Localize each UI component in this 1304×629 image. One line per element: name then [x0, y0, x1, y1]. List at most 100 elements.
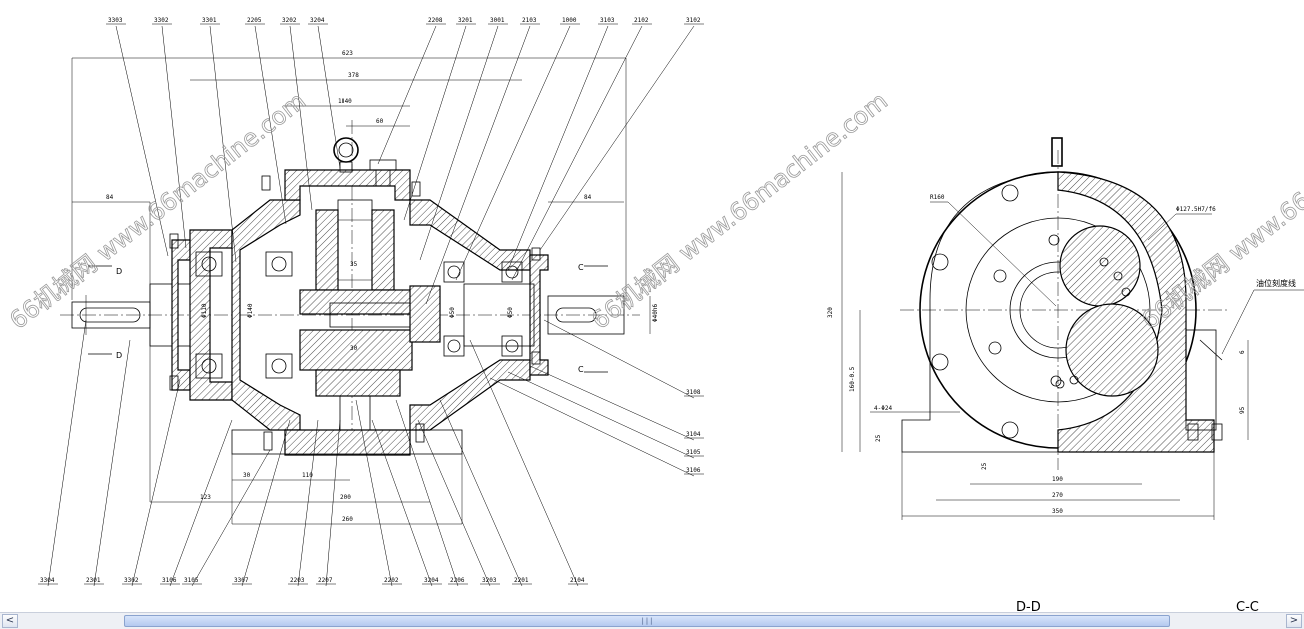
top-tag-2-leader [161, 25, 187, 249]
top-tag-7-leader [377, 25, 437, 165]
bottom-tag-11-leader [395, 399, 459, 587]
bottom-tag-12-leader [417, 419, 491, 587]
dim-30: 30 [350, 345, 358, 352]
horizontal-scrollbar[interactable]: < ||| > [0, 612, 1304, 629]
section-mark-c-bottom: C [578, 365, 584, 374]
bottom-tag-13-label: 2201 [514, 577, 529, 584]
dim-35: 35 [350, 261, 358, 268]
right-tag-4-label: 3106 [686, 467, 701, 474]
bottom-tag-2-label: 2301 [86, 577, 101, 584]
dim-25b: 25 [981, 462, 988, 470]
bottom-tag-1-label: 3304 [40, 577, 55, 584]
front-dimensions: 623 378 1Ⅱ40 60 84 84 35 30 30 110 123 2… [71, 50, 659, 525]
right-tag-4-leader [489, 377, 695, 477]
side-view [900, 137, 1230, 470]
bottom-tag-11-label: 2206 [450, 577, 465, 584]
dim-base-260: 260 [342, 516, 353, 523]
top-tag-12-leader [507, 25, 609, 271]
dim-h-160: 160-0.5 [849, 366, 856, 392]
side-gear-upper [1059, 225, 1141, 307]
dim-center: 1Ⅱ40 [338, 98, 352, 105]
dim-left-84: 84 [106, 194, 114, 201]
bottom-tag-7-leader [297, 419, 319, 587]
bottom-tag-2-leader [93, 339, 131, 587]
dim-25a: 25 [875, 434, 882, 442]
section-mark-d-top: D [116, 267, 122, 276]
bottom-tag-7-label: 2203 [290, 577, 305, 584]
gear-upper-left [315, 209, 339, 291]
side-gear-lower [1065, 303, 1159, 397]
bottom-tag-8-label: 2207 [318, 577, 333, 584]
top-tag-1-label: 3303 [108, 17, 123, 24]
side-breather [1051, 137, 1063, 167]
right-tag-3-label: 3105 [686, 449, 701, 456]
dim-w-270: 270 [1052, 492, 1063, 499]
top-tag-12-label: 3103 [600, 17, 615, 24]
bottom-tag-3-label: 3302 [124, 577, 139, 584]
lifting-eye [333, 137, 359, 163]
output-shaft [547, 295, 625, 335]
bottom-tag-14-label: 2104 [570, 577, 585, 584]
dim-w-350: 350 [1052, 508, 1063, 515]
dim-base-110: 110 [302, 472, 313, 479]
dim-60: 60 [376, 118, 384, 125]
label-oil-level: 油位刻度线 [1256, 278, 1296, 288]
side-dimensions: 320 160-0.5 4-Φ24 25 25 6 95 190 270 350… [827, 172, 1304, 520]
scroll-right-button[interactable]: > [1286, 614, 1302, 628]
top-tag-9-label: 3001 [490, 17, 505, 24]
bottom-tag-9-leader [355, 399, 393, 587]
scrollbar-grip: ||| [640, 617, 654, 625]
top-tag-2-label: 3302 [154, 17, 169, 24]
top-tag-5-leader [289, 25, 313, 211]
top-tag-10-label: 2103 [522, 17, 537, 24]
top-tag-5-label: 3202 [282, 17, 297, 24]
scroll-left-button[interactable]: < [2, 614, 18, 628]
top-tag-10-leader [425, 25, 531, 305]
dim-phi-40h6: Φ40h6 [652, 304, 659, 322]
section-mark-d-bottom: D [116, 351, 122, 360]
dim-w-190: 190 [1052, 476, 1063, 483]
scrollbar-thumb[interactable]: ||| [124, 615, 1170, 627]
top-tag-3-label: 3301 [202, 17, 217, 24]
dim-base-30: 30 [243, 472, 251, 479]
dim-right-84: 84 [584, 194, 592, 201]
top-tag-11-leader [455, 25, 571, 281]
dim-overall: 623 [342, 50, 353, 57]
dim-h-320: 320 [827, 307, 834, 318]
bottom-tag-3-leader [131, 379, 181, 587]
top-tag-6-leader [317, 25, 341, 169]
dim-base-123: 123 [200, 494, 211, 501]
right-tag-3-leader [507, 371, 695, 459]
dim-phi-140: Φ140 [247, 303, 254, 318]
bottom-tag-13-leader [439, 399, 523, 587]
bottom-tag-10-label: 3204 [424, 577, 439, 584]
bottom-tag-6-leader [241, 419, 291, 587]
bottom-tag-1-leader [47, 319, 87, 587]
bottom-tag-10-leader [371, 419, 433, 587]
watermark-3: 66机械网 www.66machine.com [1136, 87, 1304, 335]
caption-dd: D-D [1016, 600, 1041, 612]
top-tag-13-label: 2102 [634, 17, 649, 24]
dim-phi-50a: Φ50 [449, 307, 456, 318]
dim-6: 6 [1239, 350, 1246, 354]
top-tag-7-label: 2208 [428, 17, 443, 24]
bottom-tag-14-leader [469, 339, 579, 587]
right-tag-1-label: 3108 [686, 389, 701, 396]
top-tag-1-leader [115, 25, 169, 257]
label-fit: Φ127.5H7/f6 [1176, 206, 1216, 213]
bottom-tag-6-label: 3307 [234, 577, 249, 584]
bottom-tag-8-leader [325, 419, 341, 587]
caption-cc: C-C [1236, 600, 1259, 612]
top-tag-14-label: 3102 [686, 17, 701, 24]
dim-phi-110: Φ110 [201, 303, 208, 318]
top-tag-14-leader [539, 25, 695, 251]
dim-bolt: 4-Φ24 [874, 405, 892, 412]
top-tag-4-leader [254, 25, 287, 225]
watermark-2: 66机械网 www.66machine.com [586, 87, 892, 335]
right-tag-1-leader [543, 319, 695, 399]
bottom-tag-5-label: 3105 [184, 577, 199, 584]
dim-phi-50b: Φ50 [507, 307, 514, 318]
